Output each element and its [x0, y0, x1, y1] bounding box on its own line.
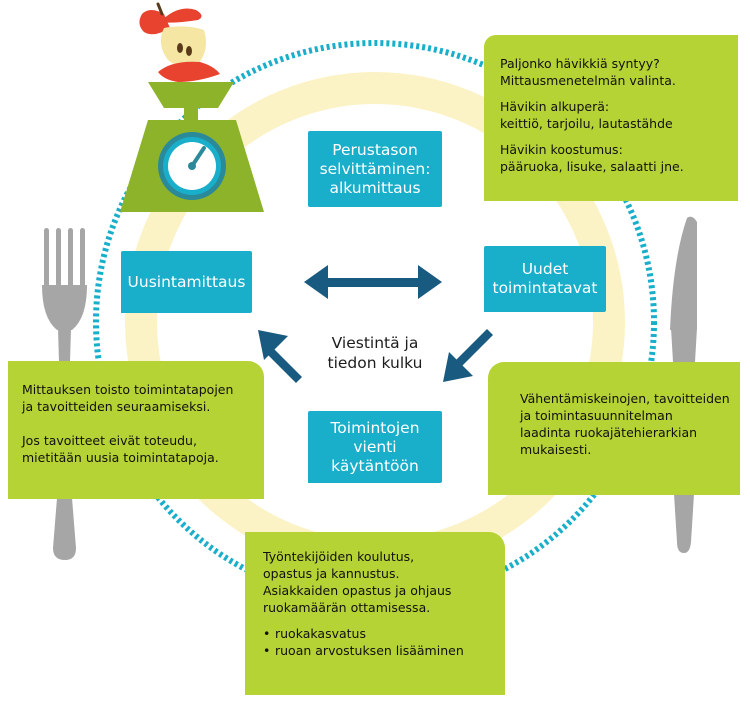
note-baseline: Paljonko hävikkiä syntyy? Mittausmenetel…: [484, 35, 738, 201]
knife-icon: [670, 216, 697, 553]
note-bullet: ruokakasvatus: [263, 625, 495, 642]
step-remeasurement: Uusintamittaus: [121, 251, 252, 313]
note-text: Vähentämiskeinojen, tavoitteiden ja toim…: [520, 391, 730, 457]
note-text: Työntekijöiden koulutus, opastus ja kann…: [263, 549, 415, 581]
fork-icon: [42, 228, 87, 560]
note-remeasurement: Mittauksen toisto toimintatapojen ja tav…: [8, 361, 264, 499]
step-baseline-measurement: Perustason selvittäminen: alkumittaus: [308, 131, 442, 207]
note-bullet: ruoan arvostuksen lisääminen: [263, 642, 495, 659]
note-text: Mittauksen toisto toimintatapojen ja tav…: [22, 382, 234, 414]
step-implementation: Toimintojen vienti käytäntöön: [308, 411, 442, 483]
note-text: Hävikin koostumus: pääruoka, lisuke, sal…: [500, 142, 684, 174]
step-new-practices: Uudet toimintatavat: [484, 246, 606, 312]
note-text: Paljonko hävikkiä syntyy? Mittausmenetel…: [500, 56, 676, 88]
scale-icon: [120, 82, 264, 212]
note-bullet-list: ruokakasvatus ruoan arvostuksen lisäämin…: [263, 625, 495, 659]
arrow-down-left-icon: [443, 329, 493, 382]
note-text: Jos tavoitteet eivät toteudu, mietitään …: [22, 433, 219, 465]
arrow-up-left-icon: [258, 330, 302, 383]
apple-core-icon: [139, 2, 220, 82]
note-implementation: Työntekijöiden koulutus, opastus ja kann…: [245, 532, 505, 695]
center-label: Viestintä ja tiedon kulku: [327, 334, 423, 372]
note-text: Hävikin alkuperä: keittiö, tarjoilu, lau…: [500, 99, 673, 131]
note-text: Asiakkaiden opastus ja ohjaus ruokamäärä…: [263, 583, 452, 615]
note-new-practices: Vähentämiskeinojen, tavoitteiden ja toim…: [488, 362, 740, 495]
double-arrow-icon: [304, 265, 442, 299]
